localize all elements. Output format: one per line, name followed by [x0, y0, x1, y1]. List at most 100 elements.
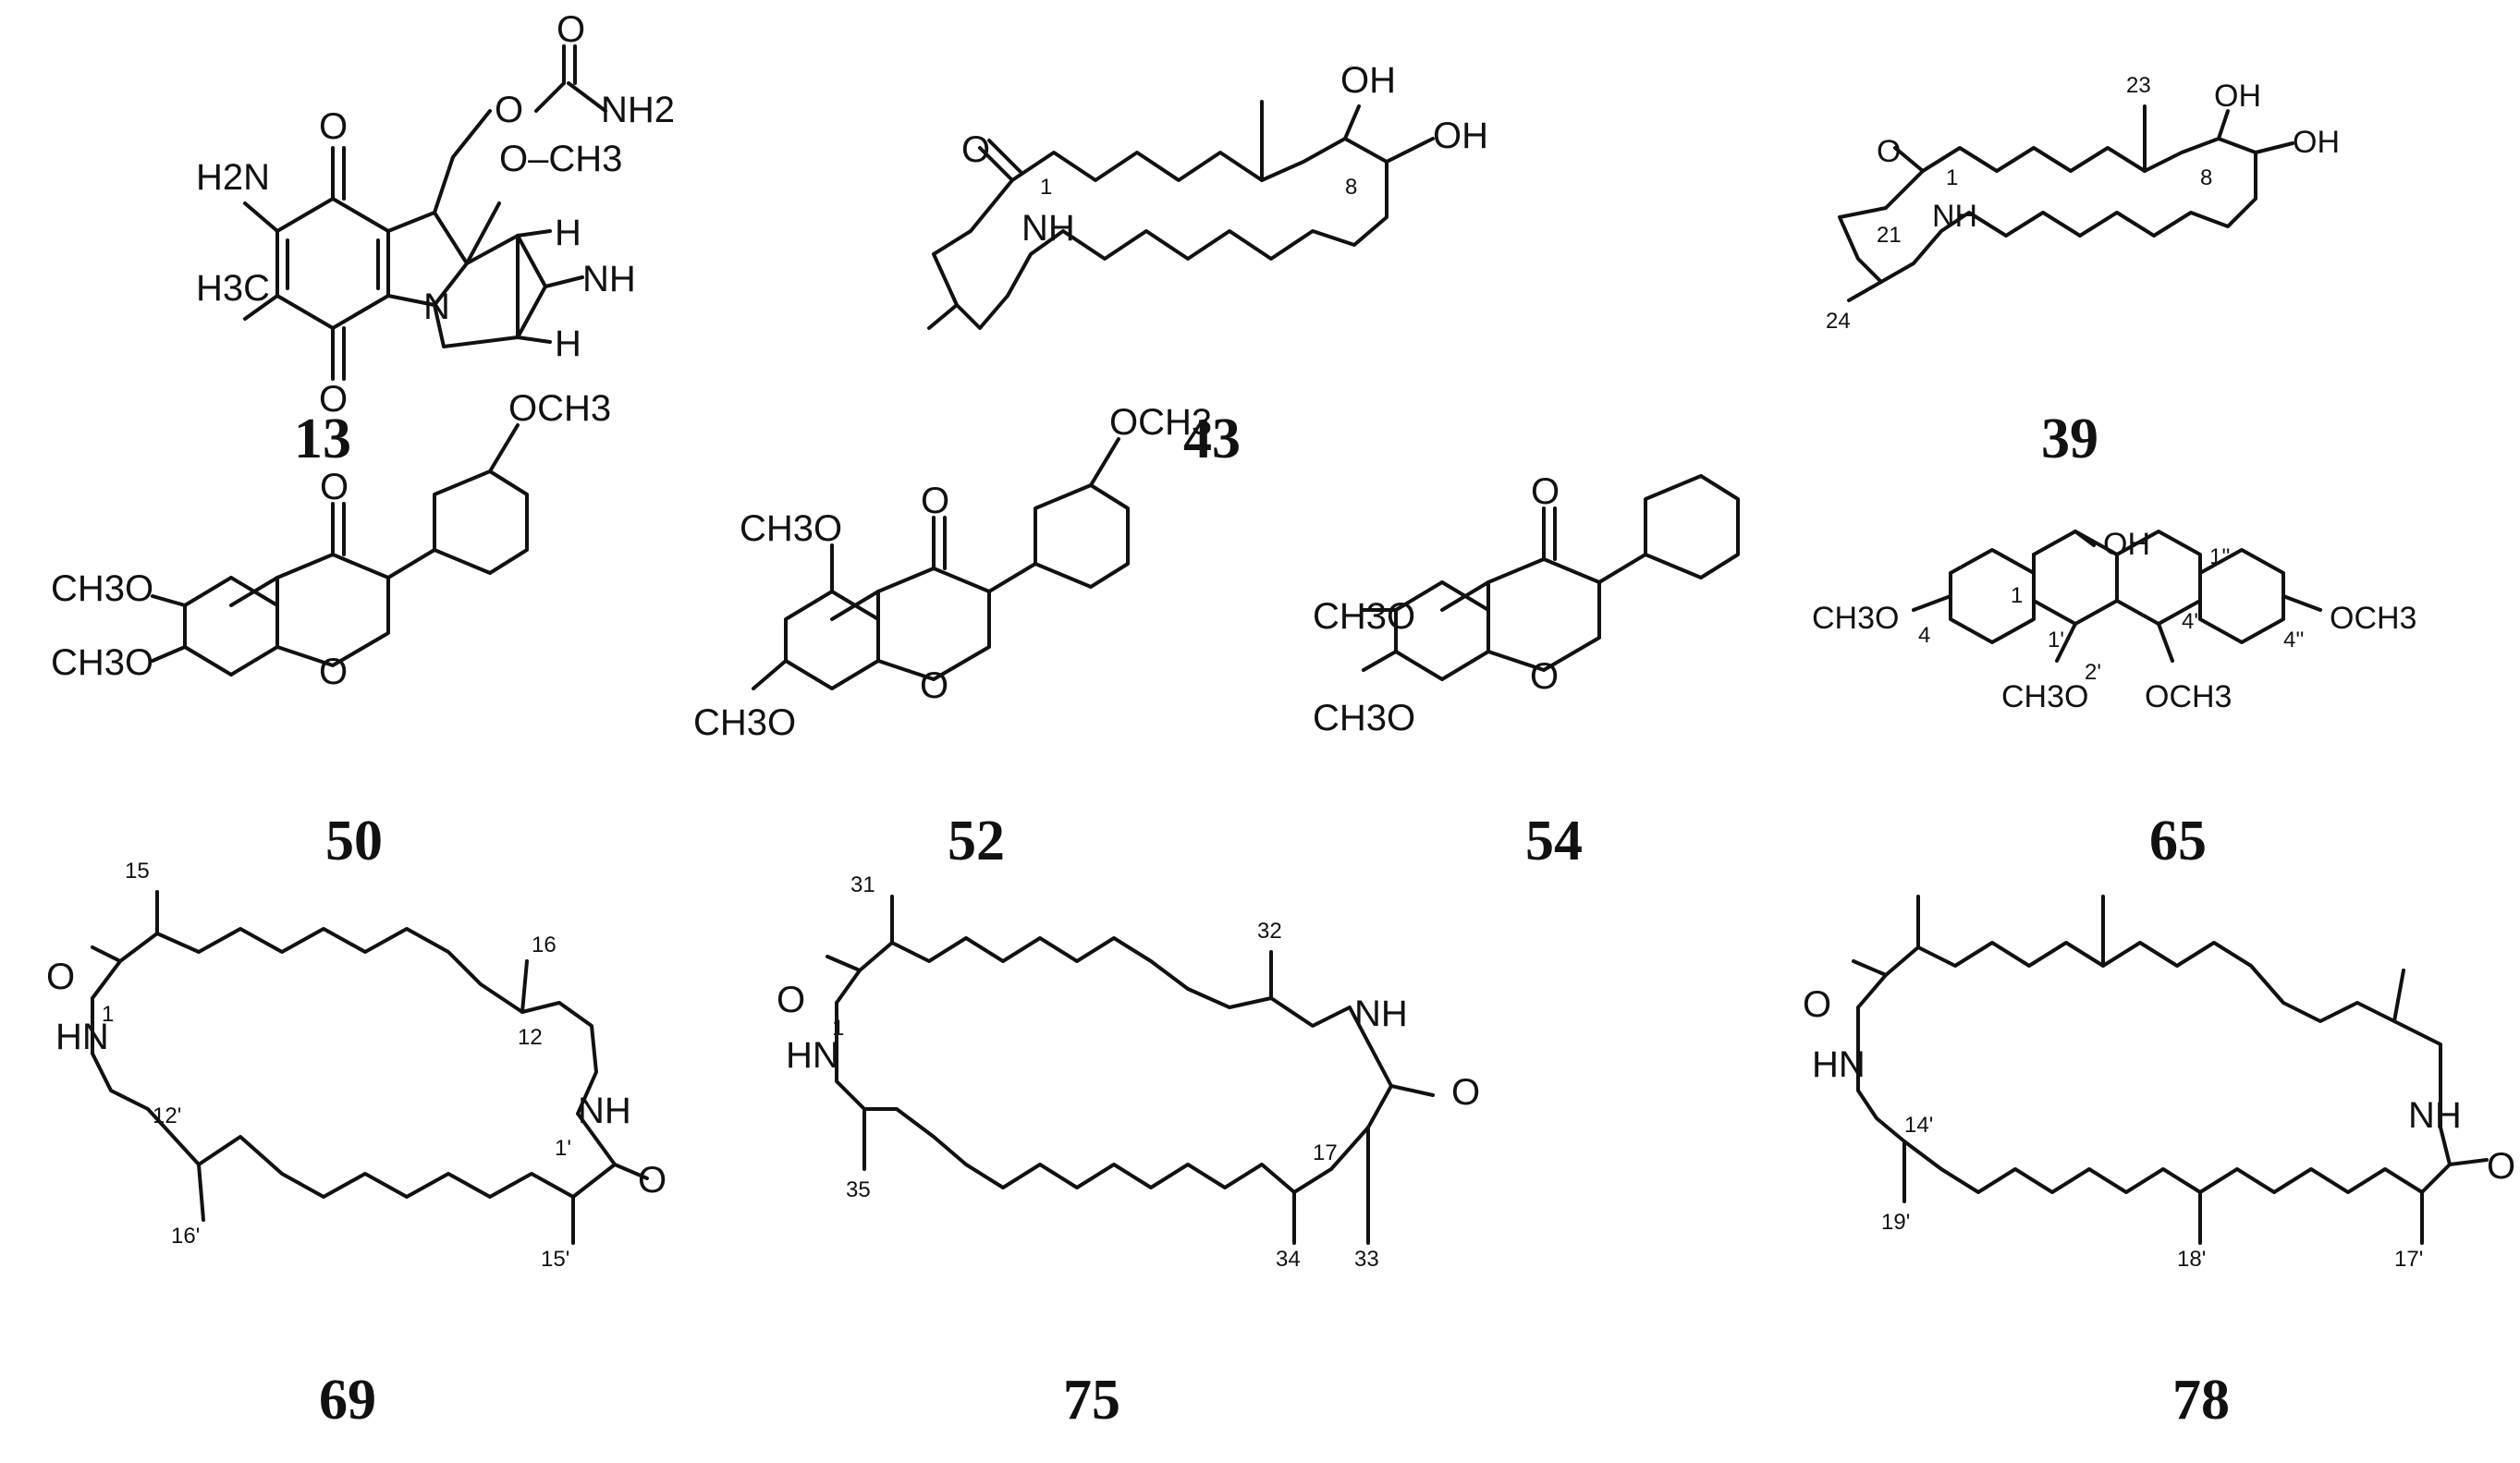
atom-hn: HN: [786, 1035, 839, 1076]
atom-och3: O–CH3: [499, 139, 622, 179]
atom-h: H: [555, 323, 581, 364]
atom-o: O: [495, 90, 523, 130]
structure-13: O O O O NH2 H2N H3C O–CH3 N H H NH 13: [196, 9, 675, 470]
locant-34: 34: [1276, 1247, 1301, 1272]
atom-oh: OH: [2214, 79, 2261, 114]
locant-1: 1: [2011, 583, 2023, 608]
compound-id-69: 69: [319, 1369, 376, 1432]
locant-8: 8: [2200, 165, 2212, 190]
locant-24: 24: [1826, 309, 1851, 334]
atom-o: O: [2487, 1146, 2515, 1187]
locant-1: 1: [1040, 175, 1052, 200]
locant-1: 1: [1946, 165, 1958, 190]
structure-43: O NH OH OH 1 8 43: [927, 60, 1488, 470]
structure-39: O NH OH OH 1 8 21 23 24 39: [1826, 73, 2340, 470]
locant-1p: 1': [2048, 628, 2064, 652]
atom-o: O: [557, 9, 585, 50]
locant-18p: 18': [2177, 1247, 2206, 1272]
atom-ch3o: CH3O: [51, 642, 153, 683]
atom-h: H: [555, 213, 581, 253]
atom-n: N: [423, 287, 450, 327]
locant-35: 35: [846, 1177, 871, 1202]
locant-16p: 16': [171, 1224, 200, 1249]
structure-75: O O HN NH 1 17 31 32 33 34 35 75: [777, 872, 1480, 1432]
locant-12: 12: [518, 1025, 543, 1050]
atom-o: O: [777, 980, 805, 1020]
locant-1: 1: [832, 1016, 844, 1041]
atom-ch3o: CH3O: [1812, 601, 1899, 636]
compound-id-75: 75: [1063, 1369, 1120, 1432]
structure-65-main: OH CH3O OCH3 CH3O OCH3 4 1 1' 2' 4' 1'' …: [1812, 527, 2416, 872]
atom-ch3o: CH3O: [2001, 679, 2088, 714]
atom-ch3o: CH3O: [693, 702, 796, 743]
atom-o: O: [319, 379, 348, 420]
atom-o: O: [320, 467, 349, 507]
atom-o: O: [46, 957, 75, 997]
locant-19p: 19': [1881, 1210, 1910, 1235]
compound-id-50: 50: [325, 810, 383, 872]
atom-o: O: [961, 129, 990, 170]
atom-o: O: [319, 106, 348, 147]
atom-ch3o: CH3O: [51, 568, 153, 609]
compound-id-54: 54: [1525, 810, 1583, 872]
atom-o: O: [920, 665, 948, 706]
atom-hn: HN: [1812, 1044, 1866, 1085]
atom-o: O: [1531, 471, 1560, 512]
locant-15: 15: [125, 859, 150, 884]
atom-och3: OCH3: [508, 388, 611, 429]
locant-4p: 4': [2182, 609, 2198, 634]
atom-oh: OH: [2293, 125, 2340, 160]
locant-2p: 2': [2085, 660, 2101, 685]
atom-o: O: [319, 652, 348, 692]
locant-17p: 17': [2394, 1247, 2423, 1272]
locant-15p: 15': [541, 1247, 569, 1272]
atom-nh: NH: [578, 1091, 631, 1131]
locant-4pp: 4'': [2283, 628, 2305, 652]
locant-17: 17: [1313, 1140, 1338, 1165]
locant-4: 4: [1918, 623, 1930, 648]
locant-23: 23: [2126, 73, 2151, 98]
atom-ch3o: CH3O: [1313, 698, 1415, 738]
atom-o: O: [921, 481, 949, 521]
structure-52: O O OCH3 CH3O CH3O 52: [693, 402, 1212, 872]
locant-14p: 14': [1904, 1113, 1933, 1138]
atom-nh2: NH2: [601, 90, 675, 130]
compound-id-43: 43: [1183, 408, 1241, 470]
locant-31: 31: [850, 872, 875, 897]
structure-50: O O OCH3 CH3O CH3O 50: [51, 388, 611, 872]
atom-ch3o: CH3O: [1313, 596, 1415, 637]
locant-16: 16: [532, 933, 557, 957]
atom-o: O: [1530, 656, 1559, 697]
locant-1pp: 1'': [2209, 544, 2231, 569]
structure-69: O O HN NH 1 1' 12 12' 15 15' 16 16' 69: [46, 859, 667, 1432]
atom-o: O: [1803, 984, 1831, 1025]
atom-nh: NH: [1354, 994, 1408, 1034]
atom-och3: OCH3: [2145, 679, 2232, 714]
locant-12p: 12': [153, 1103, 181, 1128]
locant-32: 32: [1257, 919, 1282, 944]
atom-h2n: H2N: [196, 157, 270, 198]
atom-h3c: H3C: [196, 268, 270, 309]
compound-id-78: 78: [2172, 1369, 2230, 1432]
atom-o: O: [1451, 1072, 1480, 1113]
atom-nh: NH: [1021, 208, 1075, 249]
atom-oh: OH: [1340, 60, 1396, 101]
atom-oh: OH: [1433, 116, 1488, 156]
locant-21: 21: [1877, 223, 1902, 248]
atom-oh: OH: [2103, 527, 2150, 562]
structure-54: O O CH3O CH3O 54: [1313, 471, 1740, 872]
compound-id-65: 65: [2149, 810, 2207, 872]
atom-o: O: [638, 1160, 667, 1201]
locant-1p: 1': [555, 1136, 571, 1161]
atom-o: O: [1877, 134, 1901, 169]
atom-nh: NH: [1932, 199, 1977, 234]
atom-nh: NH: [2408, 1095, 2462, 1136]
atom-nh: NH: [582, 259, 636, 299]
atom-och3: OCH3: [1109, 402, 1212, 443]
compound-id-52: 52: [948, 810, 1005, 872]
locant-8: 8: [1345, 175, 1357, 200]
atom-och3: OCH3: [2330, 601, 2416, 636]
compound-id-39: 39: [2041, 408, 2098, 470]
locant-33: 33: [1354, 1247, 1379, 1272]
